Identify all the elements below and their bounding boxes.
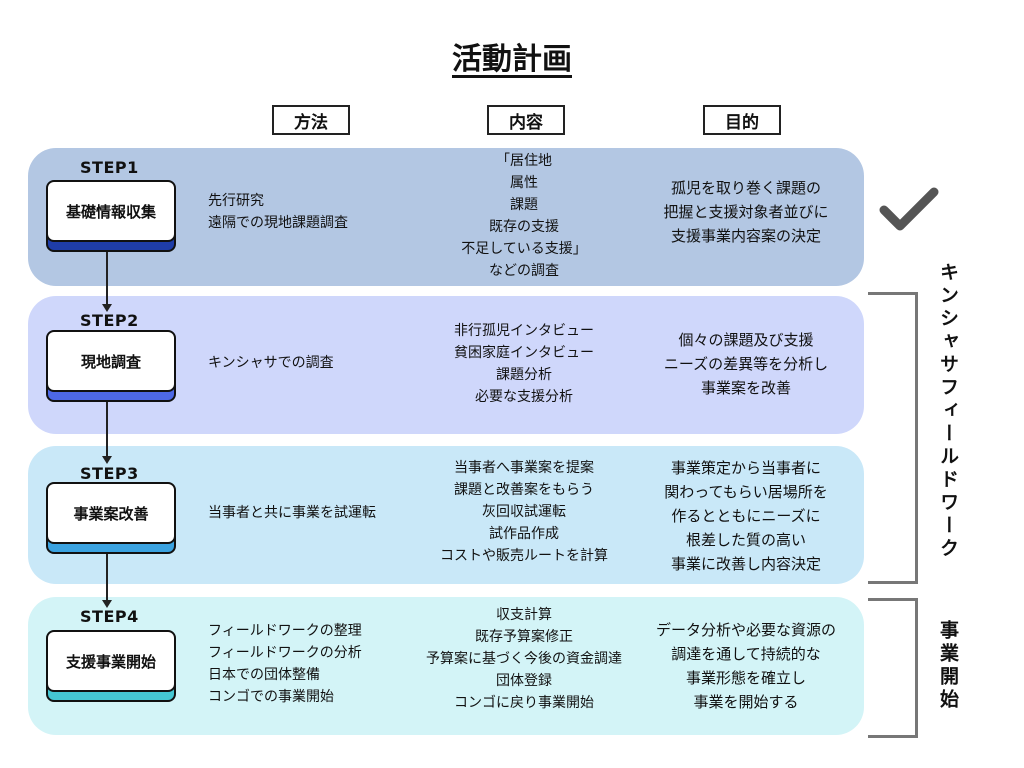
launch-phase-label: 事業開始 xyxy=(937,620,959,712)
step3-method-line: 当事者と共に事業を試運転 xyxy=(208,505,376,521)
step1-content-line: 既存の支援 xyxy=(489,219,559,235)
connector-line xyxy=(106,402,108,460)
step3-content-line: 灰回収試運転 xyxy=(482,504,566,520)
step2-content-line: 貧困家庭インタビュー xyxy=(454,345,594,361)
step1-content-line: 課題 xyxy=(510,197,538,213)
step3-purpose-line: 事業策定から当事者に xyxy=(670,459,821,477)
step1-purpose-line: 支援事業内容案の決定 xyxy=(670,227,821,245)
step1-content-line: などの調査 xyxy=(489,263,559,279)
arrow-down-icon xyxy=(102,600,112,608)
step2-purpose: 個々の課題及び支援 ニーズの差異等を分析し 事業案を改善 xyxy=(636,328,856,400)
step1-content-line: 不足している支援」 xyxy=(461,241,587,257)
step1-content-line: 「居住地 xyxy=(496,153,552,169)
header-method: 方法 xyxy=(272,105,350,135)
connector-line xyxy=(106,554,108,604)
step2-content-line: 非行孤児インタビュー xyxy=(454,323,594,339)
step4-purpose-line: データ分析や必要な資源の xyxy=(655,621,836,639)
step1-purpose-line: 孤児を取り巻く課題の xyxy=(670,179,821,197)
step2-content-line: 課題分析 xyxy=(496,367,552,383)
step2-purpose-line: ニーズの差異等を分析し xyxy=(663,355,829,373)
step1-purpose: 孤児を取り巻く課題の 把握と支援対象者並びに 支援事業内容案の決定 xyxy=(636,176,856,248)
fieldwork-phase-label: キンシャサフィールドワーク xyxy=(937,262,959,561)
step1-label: STEP1 xyxy=(80,158,139,177)
step2-content: 非行孤児インタビュー 貧困家庭インタビュー 課題分析 必要な支援分析 xyxy=(412,320,636,408)
header-content: 内容 xyxy=(487,105,565,135)
page-title: 活動計画 xyxy=(452,42,572,77)
checkmark-icon xyxy=(879,187,939,231)
step3-purpose: 事業策定から当事者に 関わってもらい居場所を 作るとともにニーズに 根差した質の… xyxy=(636,456,856,576)
step2-purpose-line: 事業案を改善 xyxy=(700,379,791,397)
step3-content-line: 当事者へ事業案を提案 xyxy=(454,460,594,476)
step1-content-line: 属性 xyxy=(510,175,538,191)
step4-purpose-line: 調達を通して持続的な xyxy=(671,645,821,663)
arrow-down-icon xyxy=(102,304,112,312)
step4-method: フィールドワークの整理 フィールドワークの分析 日本での団体整備 コンゴでの事業… xyxy=(208,620,408,708)
step4-content-line: 収支計算 xyxy=(496,607,552,623)
step3-content: 当事者へ事業案を提案 課題と改善案をもらう 灰回収試運転 試作品作成 コストや販… xyxy=(412,457,636,567)
step1-method: 先行研究 遠隔での現地課題調査 xyxy=(208,190,408,234)
arrow-down-icon xyxy=(102,456,112,464)
step2-box: 現地調査 xyxy=(46,330,176,392)
step2-label: STEP2 xyxy=(80,311,139,330)
step3-content-line: 課題と改善案をもらう xyxy=(454,482,594,498)
step3-content-line: 試作品作成 xyxy=(489,526,559,542)
step4-label: STEP4 xyxy=(80,607,139,626)
step1-box: 基礎情報収集 xyxy=(46,180,176,242)
step2-method-line: キンシャサでの調査 xyxy=(208,355,334,371)
step3-purpose-line: 関わってもらい居場所を xyxy=(664,483,828,501)
step2-method: キンシャサでの調査 xyxy=(208,352,408,374)
step3-label: STEP3 xyxy=(80,464,139,483)
launch-bracket xyxy=(868,598,918,738)
step4-method-line: フィールドワークの整理 xyxy=(208,623,362,639)
fieldwork-bracket xyxy=(868,292,918,584)
header-purpose: 目的 xyxy=(703,105,781,135)
step1-method-line: 先行研究 xyxy=(208,193,264,209)
step2-purpose-line: 個々の課題及び支援 xyxy=(678,331,814,349)
step4-purpose: データ分析や必要な資源の 調達を通して持続的な 事業形態を確立し 事業を開始する xyxy=(636,618,856,714)
step4-content-line: 予算案に基づく今後の資金調達 xyxy=(426,651,622,667)
step3-purpose-line: 根差した質の高い xyxy=(685,531,806,549)
step1-content: 「居住地 属性 課題 既存の支援 不足している支援」 などの調査 xyxy=(412,150,636,282)
step4-method-line: 日本での団体整備 xyxy=(208,667,320,683)
step1-purpose-line: 把握と支援対象者並びに xyxy=(663,203,829,221)
step1-method-line: 遠隔での現地課題調査 xyxy=(208,215,348,231)
step4-content-line: 団体登録 xyxy=(496,673,552,689)
step4-method-line: コンゴでの事業開始 xyxy=(208,689,334,705)
connector-line xyxy=(106,252,108,308)
step3-box: 事業案改善 xyxy=(46,482,176,544)
step4-purpose-line: 事業形態を確立し xyxy=(685,669,806,687)
step3-content-line: コストや販売ルートを計算 xyxy=(440,548,608,564)
step4-content: 収支計算 既存予算案修正 予算案に基づく今後の資金調達 団体登録 コンゴに戻り事… xyxy=(412,604,636,714)
step4-content-line: 既存予算案修正 xyxy=(475,629,573,645)
step4-method-line: フィールドワークの分析 xyxy=(208,645,362,661)
step4-box: 支援事業開始 xyxy=(46,630,176,692)
step3-method: 当事者と共に事業を試運転 xyxy=(208,502,408,524)
step4-purpose-line: 事業を開始する xyxy=(693,693,799,711)
step3-purpose-line: 作るとともにニーズに xyxy=(671,507,821,525)
step2-content-line: 必要な支援分析 xyxy=(475,389,573,405)
step3-purpose-line: 事業に改善し内容決定 xyxy=(670,555,821,573)
step4-content-line: コンゴに戻り事業開始 xyxy=(454,695,594,711)
